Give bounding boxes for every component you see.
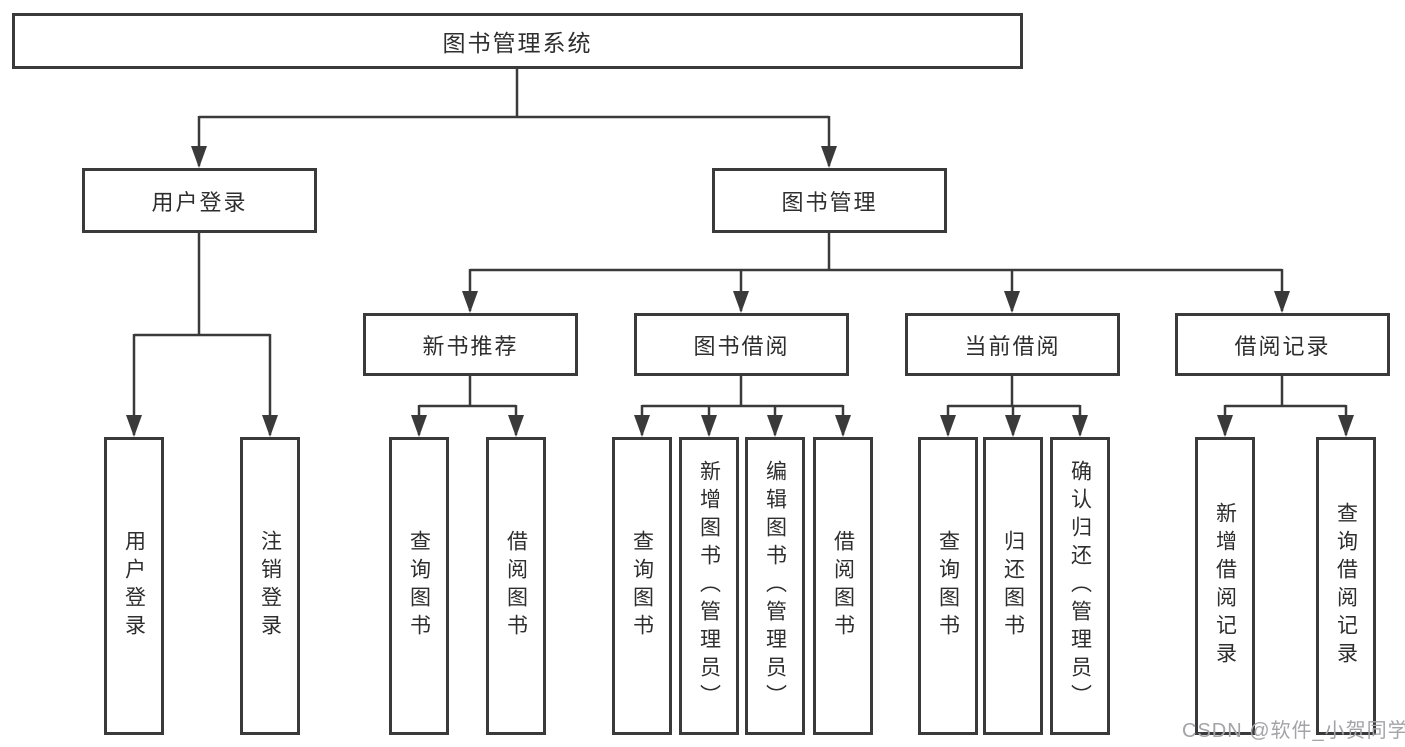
leaf-add-book-admin: 新增图书（管理员） — [679, 437, 739, 735]
node-label: 查询图书 — [630, 530, 654, 642]
node-label: 查询图书 — [407, 530, 431, 642]
arrow-down-icon — [835, 415, 851, 437]
node-label: 新增图书（管理员） — [697, 460, 721, 712]
leaf-confirm-return-admin: 确认归还（管理员） — [1050, 437, 1110, 735]
arrow-down-icon — [462, 291, 478, 313]
arrow-down-icon — [1004, 291, 1020, 313]
arrow-down-icon — [767, 415, 783, 437]
node-label: 查询借阅记录 — [1334, 502, 1358, 670]
arrow-down-icon — [1005, 415, 1021, 437]
node-book-management: 图书管理 — [712, 168, 947, 233]
leaf-current-query-book: 查询图书 — [918, 437, 978, 735]
node-label: 借阅图书 — [504, 530, 528, 642]
leaf-add-borrow-record: 新增借阅记录 — [1195, 437, 1255, 735]
watermark: CSDN @软件_小贺同学 — [1182, 720, 1405, 742]
node-label: 新书推荐 — [422, 333, 519, 359]
leaf-borrow-book: 借阅图书 — [813, 437, 873, 735]
leaf-user-login: 用户登录 — [104, 437, 164, 735]
connector-lines — [132, 69, 1348, 435]
arrow-down-icon — [821, 146, 837, 168]
node-user-login: 用户登录 — [82, 168, 317, 233]
leaf-logout: 注销登录 — [240, 437, 300, 735]
arrow-down-icon — [508, 415, 524, 437]
arrow-down-icon — [940, 415, 956, 437]
node-new-book-recommendation: 新书推荐 — [363, 313, 578, 376]
node-label: 借阅图书 — [831, 530, 855, 642]
node-label: 归还图书 — [1001, 530, 1025, 642]
arrow-down-icon — [733, 291, 749, 313]
node-label: 图书管理 — [781, 189, 878, 215]
node-label: 借阅记录 — [1234, 333, 1331, 359]
node-label: 用户登录 — [151, 189, 248, 215]
arrow-down-icon — [411, 415, 427, 437]
node-label: 确认归还（管理员） — [1068, 460, 1092, 712]
node-book-borrowing: 图书借阅 — [634, 313, 849, 376]
node-label: 用户登录 — [122, 530, 146, 642]
arrow-down-icon — [126, 415, 142, 437]
arrow-down-icon — [1072, 415, 1088, 437]
leaf-borrow-query-book: 查询图书 — [612, 437, 672, 735]
arrow-down-icon — [1217, 415, 1233, 437]
arrow-down-icon — [262, 415, 278, 437]
leaf-query-borrow-record: 查询借阅记录 — [1316, 437, 1376, 735]
node-label: 编辑图书（管理员） — [763, 460, 787, 712]
arrow-down-icon — [701, 415, 717, 437]
leaf-return-book: 归还图书 — [983, 437, 1043, 735]
leaf-recommend-borrow-book: 借阅图书 — [486, 437, 546, 735]
leaf-edit-book-admin: 编辑图书（管理员） — [745, 437, 805, 735]
arrow-down-icon — [191, 146, 207, 168]
node-library-management-system: 图书管理系统 — [12, 13, 1023, 69]
node-label: 新增借阅记录 — [1213, 502, 1237, 670]
node-label: 查询图书 — [936, 530, 960, 642]
node-label: 图书管理系统 — [442, 30, 593, 56]
node-label: 当前借阅 — [964, 333, 1061, 359]
node-label: 注销登录 — [258, 530, 282, 642]
arrow-down-icon — [634, 415, 650, 437]
node-borrowing-records: 借阅记录 — [1175, 313, 1390, 376]
node-label: 图书借阅 — [693, 333, 790, 359]
leaf-recommend-query-book: 查询图书 — [389, 437, 449, 735]
arrow-down-icon — [1338, 415, 1354, 437]
arrowheads — [126, 146, 1354, 437]
node-current-borrowing: 当前借阅 — [905, 313, 1120, 376]
arrow-down-icon — [1274, 291, 1290, 313]
